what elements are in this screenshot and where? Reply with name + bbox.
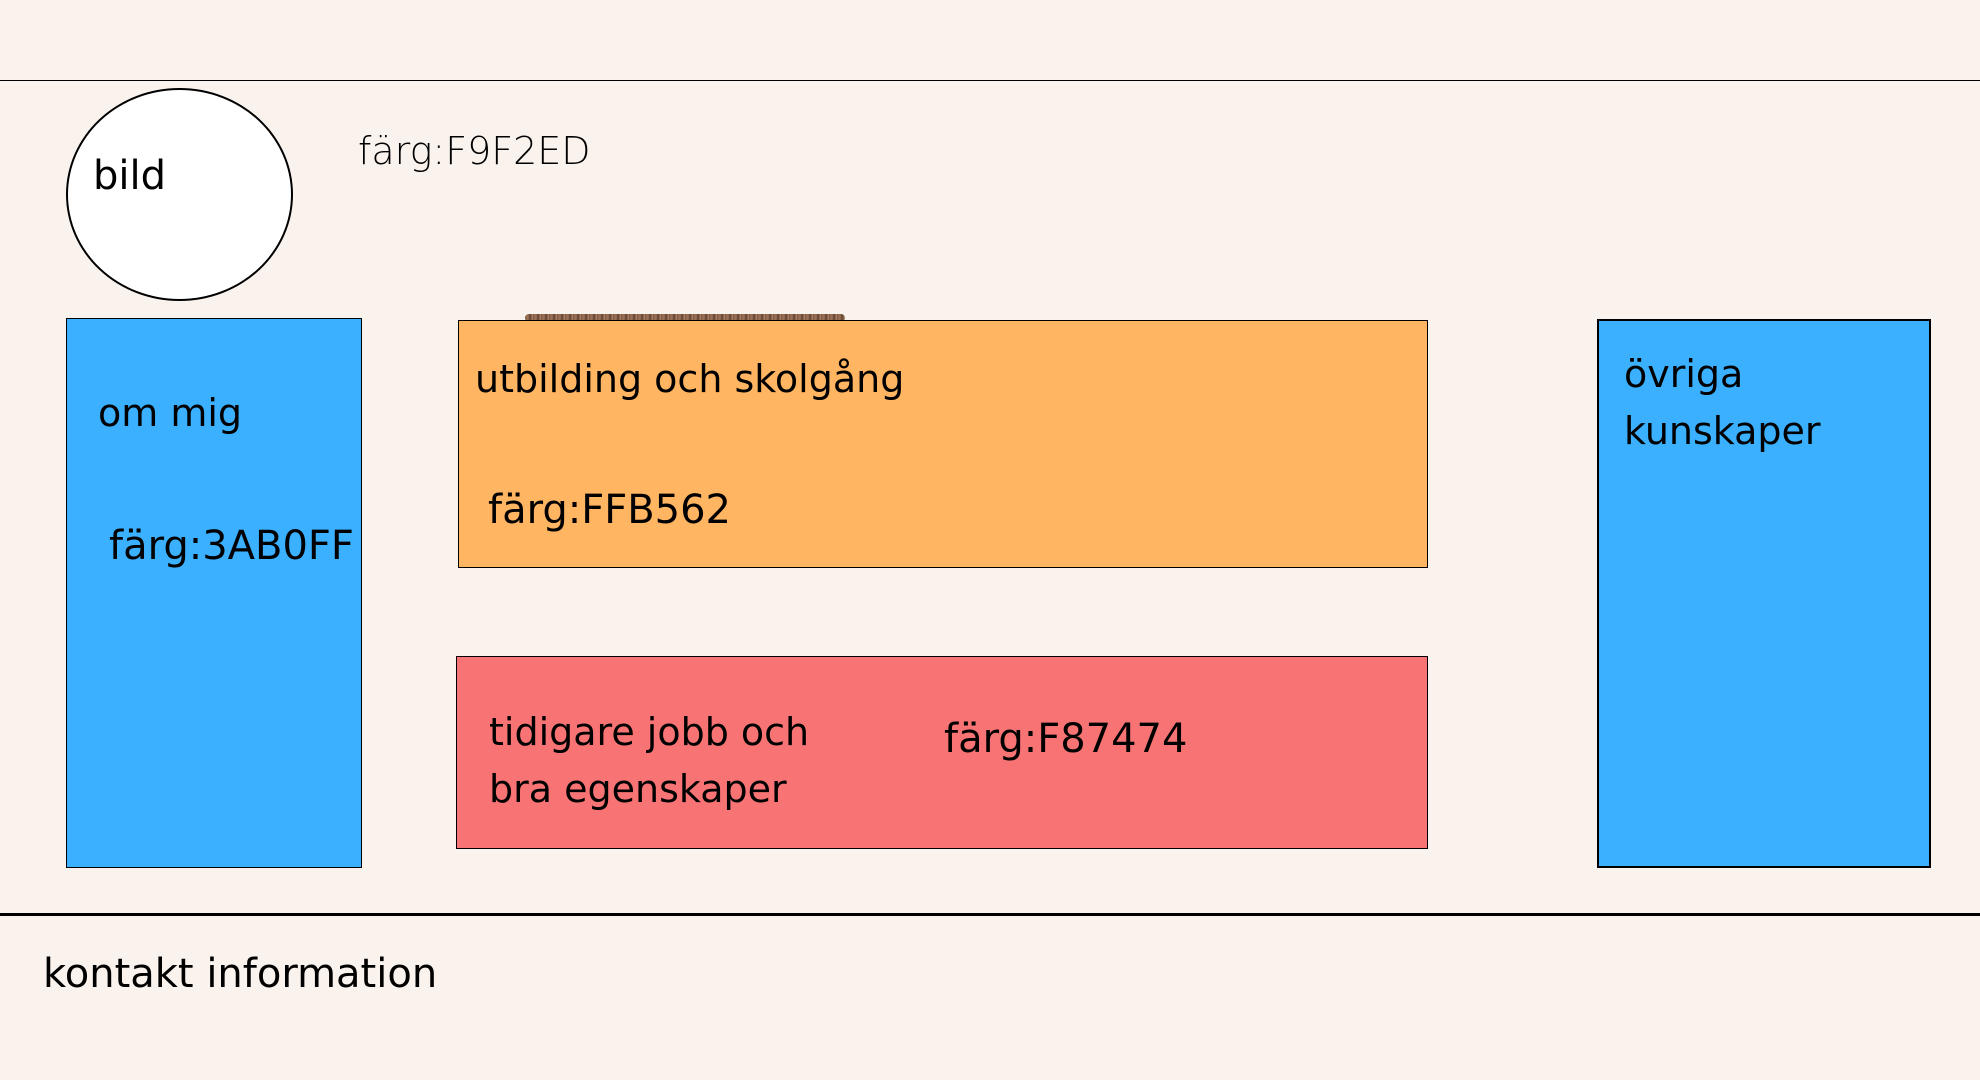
footer-contact-label: kontakt information <box>43 951 438 997</box>
ovriga-kunskaper-section <box>1597 319 1931 868</box>
page-color-label: färg:F9F2ED <box>358 129 591 173</box>
torn-paper-strip <box>525 314 845 322</box>
om-mig-color-label: färg:3AB0FF <box>109 523 354 569</box>
profile-image-label: bild <box>93 153 167 199</box>
ovriga-kunskaper-title-line1: övriga <box>1624 352 1744 396</box>
utbildning-title: utbilding och skolgång <box>475 357 905 401</box>
tidigare-jobb-title-line2: bra egenskaper <box>489 767 787 811</box>
tidigare-jobb-title-line1: tidigare jobb och <box>489 710 810 754</box>
ovriga-kunskaper-title-line2: kunskaper <box>1624 409 1821 453</box>
footer-divider <box>0 913 1980 916</box>
utbildning-section <box>458 320 1428 568</box>
om-mig-section <box>66 318 362 868</box>
om-mig-title: om mig <box>98 391 243 435</box>
header-divider <box>0 80 1980 81</box>
tidigare-jobb-section <box>456 656 1428 849</box>
utbildning-color-label: färg:FFB562 <box>488 487 732 533</box>
tidigare-jobb-color-label: färg:F87474 <box>944 716 1188 762</box>
profile-image-placeholder <box>66 88 293 301</box>
